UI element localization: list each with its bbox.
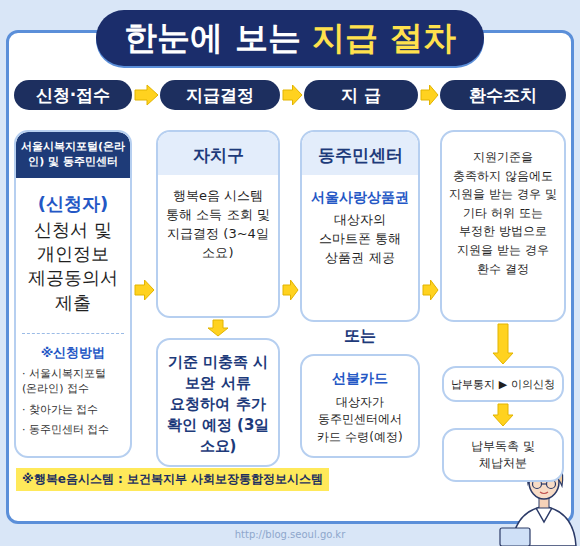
process-box: 납부통지 ▶ 이의신청 <box>442 366 564 402</box>
process-box: 동주민센터서울사랑상품권대상자의 스마트폰 통해 상품권 제공 <box>300 130 420 322</box>
title-text: 한눈에 보는 지급 절차 <box>124 16 456 61</box>
box-text: 대상자의 스마트폰 통해 상품권 제공 <box>308 211 412 268</box>
box-text: 지원기준을 충족하지 않음에도 지원을 받는 경우 및 기타 허위 또는 부정한… <box>448 132 558 278</box>
flow-arrow <box>208 320 228 336</box>
flow-arrow <box>421 85 438 105</box>
box-text: 신청·접수 <box>36 84 110 107</box>
step-header: 지 급 <box>304 80 418 110</box>
process-box: 기준 미충족 시 보완 서류 요청하여 추가 확인 예정 (3일 소요) <box>156 338 280 467</box>
flow-arrow <box>283 280 298 300</box>
box-text: 납부통지 ▶ 이의신청 <box>450 368 556 392</box>
box-text: 지 급 <box>341 84 381 107</box>
process-box: 지원기준을 충족하지 않음에도 지원을 받는 경우 및 기타 허위 또는 부정한… <box>440 130 566 322</box>
box-text: · 서울시복지포털 (온라인) 접수 <box>22 367 124 397</box>
box-heading: 자치구 <box>158 132 278 175</box>
step-header: 신청·접수 <box>14 80 132 110</box>
box-heading: 동주민센터 <box>302 132 418 175</box>
box-text: 행복e음 시스템 통해 소득 조회 및 지급결정 (3~4일 소요) <box>164 187 272 262</box>
box-text: 기준 미충족 시 보완 서류 요청하여 추가 확인 예정 (3일 소요) <box>164 340 272 457</box>
process-box: 서울시복지포털(온라인) 및 동주민센터 (신청자)신청서 및 개인정보 제공동의… <box>14 130 132 458</box>
watermark: http://blog.seoul.go.kr <box>0 529 580 540</box>
flow-arrow <box>493 404 513 426</box>
title-pill: 한눈에 보는 지급 절차 <box>96 10 484 66</box>
box-text: 서울사랑상품권 <box>308 189 412 207</box>
flow-arrow <box>283 85 302 105</box>
flow-arrow <box>423 280 438 300</box>
box-text: 환수조치 <box>469 84 537 107</box>
box-text: 납부독촉 및 체납처분 <box>450 430 556 472</box>
box-text: (신청자) <box>22 192 124 216</box>
box-text: · 찾아가는 접수 <box>22 402 124 417</box>
step-header: 환수조치 <box>440 80 566 110</box>
flow-arrow <box>493 324 513 364</box>
box-heading: 선불카드 <box>308 370 412 388</box>
box-text: 지급결정 <box>186 84 254 107</box>
footnote: ※행복e음시스템 : 보건복지부 사회보장통합정보시스템 <box>16 468 329 491</box>
process-box: 선불카드대상자가 동주민센터에서 카드 수령(예정) <box>300 354 420 458</box>
box-heading: 서울시복지포털(온라인) 및 동주민센터 <box>16 132 130 178</box>
flow-arrow <box>135 280 154 300</box>
process-box: 자치구행복e음 시스템 통해 소득 조회 및 지급결정 (3~4일 소요) <box>156 130 280 318</box>
box-text: ※신청방법 <box>22 333 124 362</box>
box-text: 대상자가 동주민센터에서 카드 수령(예정) <box>308 394 412 446</box>
flow-arrow <box>135 85 158 105</box>
or-label: 또는 <box>300 326 420 347</box>
box-text: 신청서 및 개인정보 제공동의서 제출 <box>22 218 124 315</box>
box-text: · 동주민센터 접수 <box>22 422 124 437</box>
step-header: 지급결정 <box>160 80 280 110</box>
process-box: 납부독촉 및 체납처분 <box>442 428 564 482</box>
